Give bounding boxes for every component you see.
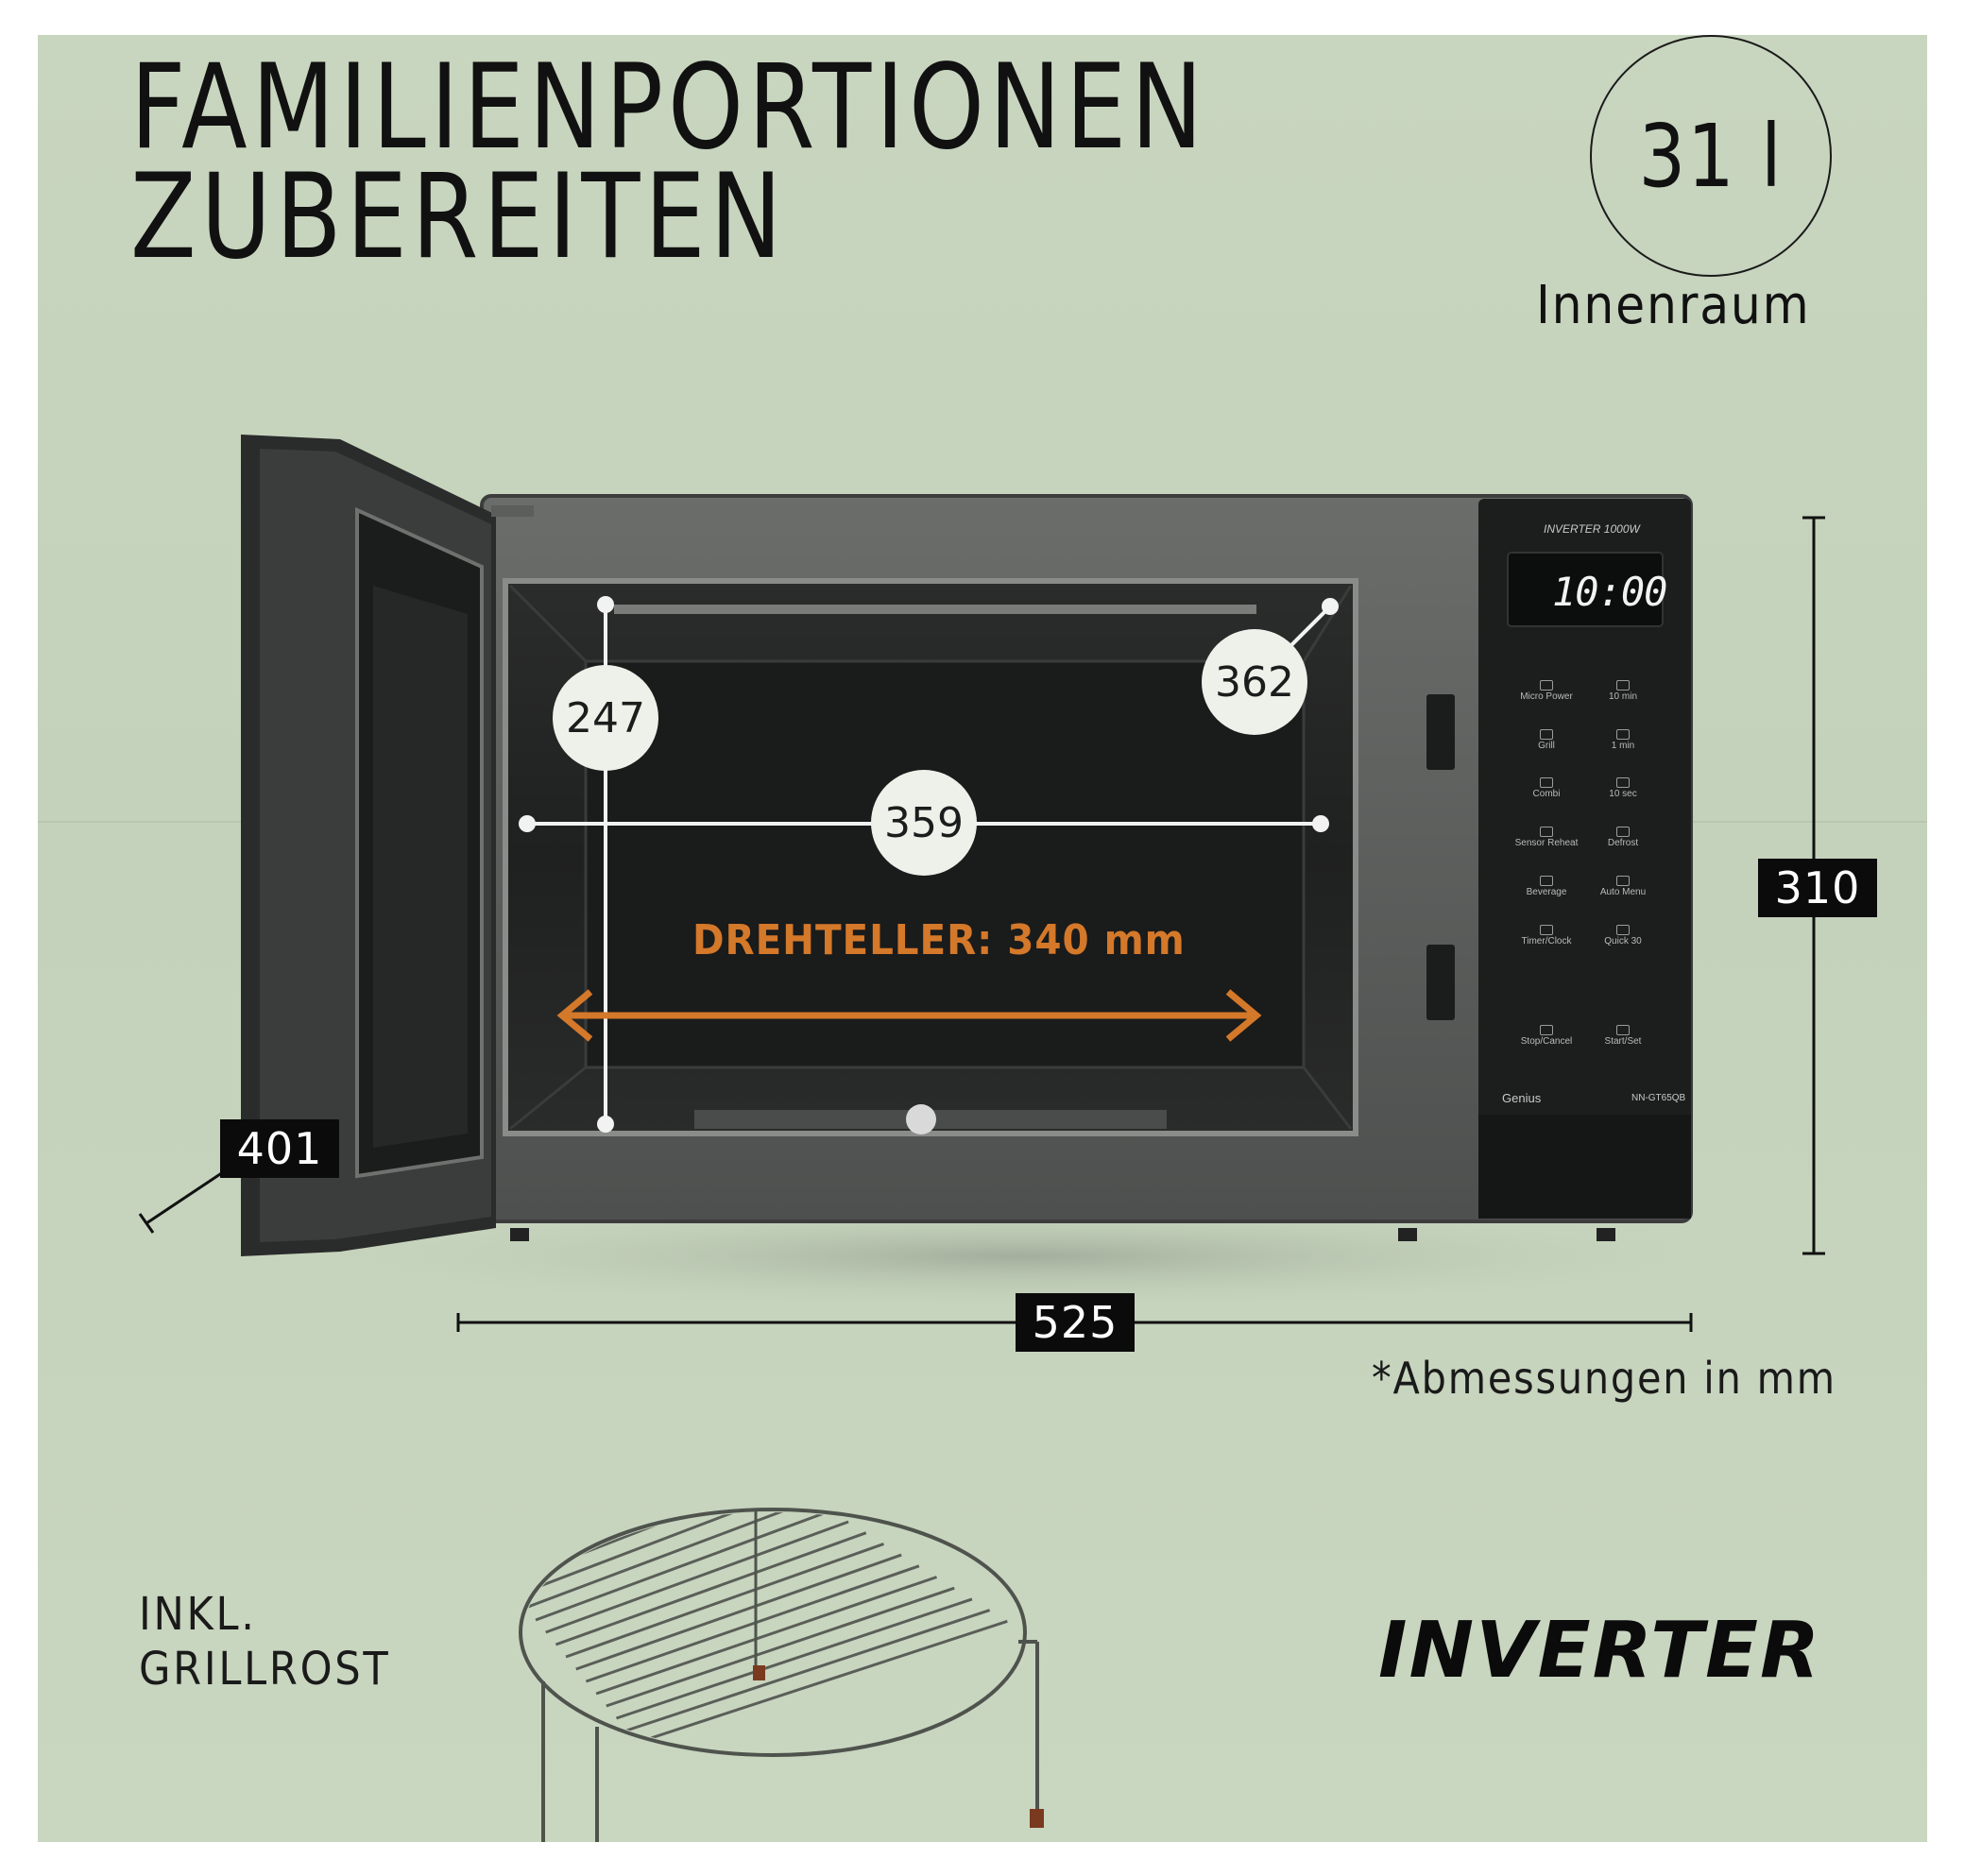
control-button-start-set[interactable]: Start/Set: [1604, 1036, 1642, 1047]
headline-line-1: FAMILIENPORTIONEN: [130, 40, 1208, 176]
control-button-icon: [1540, 680, 1553, 691]
inverter-logo: INVERTER: [1378, 1606, 1822, 1696]
control-button-sensor-reheat[interactable]: Sensor Reheat: [1514, 838, 1579, 848]
control-button-icon: [1616, 1025, 1630, 1035]
rack-wire: [545, 1520, 849, 1634]
control-button-micro-power[interactable]: Micro Power: [1520, 691, 1573, 702]
model-number: NN-GT65QB: [1631, 1093, 1686, 1103]
dimensions-note: *Abmessungen in mm: [1372, 1353, 1836, 1404]
control-button-icon: [1540, 777, 1553, 788]
height-label: 310: [1758, 859, 1877, 917]
control-button-icon: [1616, 777, 1630, 788]
inner-height-circle: 247: [553, 665, 658, 771]
inner-width-circle: 359: [871, 770, 977, 876]
control-button-icon: [1540, 876, 1553, 886]
control-button-10-min[interactable]: 10 min: [1608, 691, 1638, 702]
rack-wire: [595, 1576, 938, 1696]
rack-wire: [575, 1553, 902, 1671]
volume-value: 31 l: [1638, 105, 1784, 207]
rack-wire: [523, 1512, 778, 1585]
rack-wire: [535, 1512, 831, 1622]
control-button-icon: [1616, 827, 1630, 837]
volume-badge: 31 l: [1590, 35, 1832, 277]
control-button-auto-menu[interactable]: Auto Menu: [1599, 887, 1647, 897]
rack-wire: [636, 1619, 1008, 1745]
rack-wire: [565, 1542, 884, 1659]
control-button-grill[interactable]: Grill: [1538, 741, 1555, 751]
control-button-timer-clock[interactable]: Timer/Clock: [1521, 936, 1572, 947]
control-button-defrost[interactable]: Defrost: [1607, 838, 1639, 848]
control-button-beverage[interactable]: Beverage: [1526, 887, 1567, 897]
headline: FAMILIENPORTIONEN ZUBEREITEN: [130, 40, 1208, 285]
rack-wire: [523, 1512, 796, 1597]
control-button-10-sec[interactable]: 10 sec: [1609, 789, 1637, 799]
headline-line-2: ZUBEREITEN: [130, 149, 787, 285]
volume-caption: Innenraum: [1536, 275, 1811, 336]
control-button-icon: [1540, 1025, 1553, 1035]
control-button-1-min[interactable]: 1 min: [1611, 741, 1635, 751]
control-button-icon: [1540, 729, 1553, 740]
inverter-badge: INVERTER 1000W: [1544, 522, 1640, 536]
inner-depth-circle: 362: [1202, 629, 1307, 735]
turntable-label: DREHTELLER: 340 mm: [692, 916, 1186, 964]
control-button-icon: [1540, 827, 1553, 837]
depth-label: 401: [220, 1119, 339, 1178]
control-button-icon: [1616, 876, 1630, 886]
control-button-stop-cancel[interactable]: Stop/Cancel: [1520, 1036, 1573, 1047]
control-button-icon: [1540, 925, 1553, 935]
control-button-icon: [1616, 925, 1630, 935]
control-button-icon: [1616, 680, 1630, 691]
width-label: 525: [1016, 1293, 1135, 1352]
rack-wire: [625, 1609, 991, 1732]
control-button-quick-30[interactable]: Quick 30: [1604, 936, 1642, 947]
control-button-combi[interactable]: Combi: [1532, 789, 1561, 799]
included-accessory: INKL. GRILLROST: [139, 1588, 391, 1696]
rack-wire: [523, 1512, 743, 1560]
rack-wire: [585, 1564, 920, 1683]
rack-wire: [606, 1586, 955, 1708]
rack-wire: [524, 1512, 814, 1610]
control-button-icon: [1616, 729, 1630, 740]
rack-wire: [523, 1512, 691, 1524]
display-time: 10:00: [1552, 569, 1667, 615]
rack-wire: [555, 1531, 867, 1646]
series-name: Genius: [1502, 1091, 1542, 1105]
rack-wire: [615, 1597, 973, 1720]
